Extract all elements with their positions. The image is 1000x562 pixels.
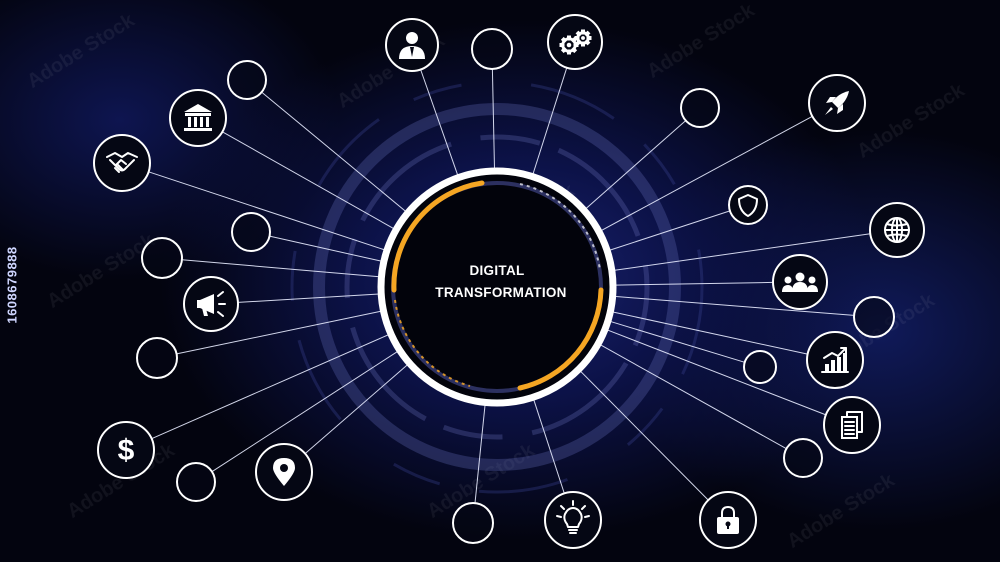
hub-dashed-arc-right [519, 183, 601, 271]
connector-line-left-empty-1 [176, 310, 382, 355]
empty-node-circle [231, 212, 271, 252]
connector-line-shield [609, 210, 731, 251]
connector-line-top-empty [491, 68, 495, 170]
node-location [255, 443, 313, 501]
hub-title-line1: DIGITAL [469, 263, 524, 278]
connector-line-globe [613, 233, 871, 271]
empty-node-circle [680, 88, 720, 128]
rocket-icon [825, 91, 849, 115]
hub: DIGITAL TRANSFORMATION [377, 167, 617, 407]
connector-line-bank [222, 131, 395, 230]
hub-accent-arc-top [391, 180, 485, 293]
connector-line-bottom-empty [474, 404, 486, 504]
connector-line-documents [606, 329, 827, 416]
icon-circle [169, 89, 227, 147]
empty-node-circle [743, 350, 777, 384]
gears-icon [559, 29, 592, 55]
hub-title-line2: TRANSFORMATION [435, 285, 566, 300]
node-megaphone [183, 276, 239, 332]
connector-line-handshake [148, 171, 386, 251]
empty-node-circle [141, 237, 183, 279]
node-right-empty-1 [853, 296, 895, 338]
connector-line-megaphone [237, 293, 380, 303]
node-upper-right-empty [680, 88, 720, 128]
location-pin-icon [273, 458, 295, 486]
person-icon [399, 32, 425, 59]
connector-line-gears [532, 67, 568, 175]
stock-id-label: 1608679888 [4, 246, 20, 324]
connection-lines [148, 67, 871, 504]
shield-icon [738, 194, 758, 217]
node-handshake [93, 134, 151, 192]
connector-line-dollar [151, 334, 390, 440]
globe-icon [884, 217, 910, 243]
group-icon [782, 272, 818, 292]
node-bottom-empty [452, 502, 494, 544]
node-globe [869, 202, 925, 258]
connector-line-location [304, 364, 409, 454]
node-chart [806, 331, 864, 389]
icon-circle [93, 134, 151, 192]
connector-line-chart [612, 311, 808, 355]
node-left-empty-3 [231, 212, 271, 252]
icon-nodes: $ [93, 14, 925, 549]
connector-line-left-empty-2 [181, 259, 380, 278]
node-top-empty [471, 28, 513, 70]
empty-node-circle [227, 60, 267, 100]
handshake-icon [106, 152, 138, 173]
connector-line-lock [579, 370, 709, 501]
icon-circle [97, 421, 155, 479]
bar-chart-icon [821, 347, 849, 373]
node-left-empty-2 [141, 237, 183, 279]
node-person [385, 18, 439, 72]
icon-circle [385, 18, 439, 72]
empty-node-circle [783, 438, 823, 478]
lock-icon [717, 506, 739, 534]
node-shield [728, 185, 768, 225]
node-lower-left-empty [176, 462, 216, 502]
empty-node-circle [452, 502, 494, 544]
connector-line-right-empty-3 [599, 344, 787, 450]
background-rings [290, 80, 704, 494]
hub-outer-ring [377, 167, 617, 407]
connector-line-right-empty-1 [614, 295, 855, 316]
connector-line-lightbulb [533, 399, 565, 494]
node-left-empty-1 [136, 337, 178, 379]
node-lightbulb [544, 491, 602, 549]
svg-text:$: $ [118, 434, 135, 467]
connector-line-rocket [600, 115, 813, 232]
dollar-icon: $ [118, 434, 135, 467]
connector-line-upper-left-empty [261, 91, 407, 213]
node-documents [823, 396, 881, 454]
hub-accent-arc-bottom [517, 287, 604, 391]
node-right-empty-2 [743, 350, 777, 384]
connector-line-person [420, 69, 459, 176]
lightbulb-icon [556, 500, 590, 534]
node-upper-left-empty [227, 60, 267, 100]
node-group [772, 254, 828, 310]
connector-line-lower-left-empty [211, 350, 399, 473]
empty-node-circle [136, 337, 178, 379]
node-right-empty-3 [783, 438, 823, 478]
megaphone-icon [197, 291, 226, 317]
icon-circle [544, 491, 602, 549]
node-rocket [808, 74, 866, 132]
empty-node-circle [471, 28, 513, 70]
node-dollar: $ [97, 421, 155, 479]
node-bank [169, 89, 227, 147]
icon-circle [728, 185, 768, 225]
bank-icon [184, 104, 212, 131]
node-lock [699, 491, 757, 549]
node-gears [547, 14, 603, 70]
documents-icon [841, 411, 863, 439]
empty-node-circle [176, 462, 216, 502]
connector-line-right-empty-2 [609, 320, 745, 363]
empty-node-circle [853, 296, 895, 338]
connector-line-group [614, 281, 774, 286]
connector-line-upper-right-empty [585, 120, 687, 210]
hub-dashed-arc-left [394, 299, 471, 387]
connector-line-left-empty-3 [269, 235, 382, 262]
